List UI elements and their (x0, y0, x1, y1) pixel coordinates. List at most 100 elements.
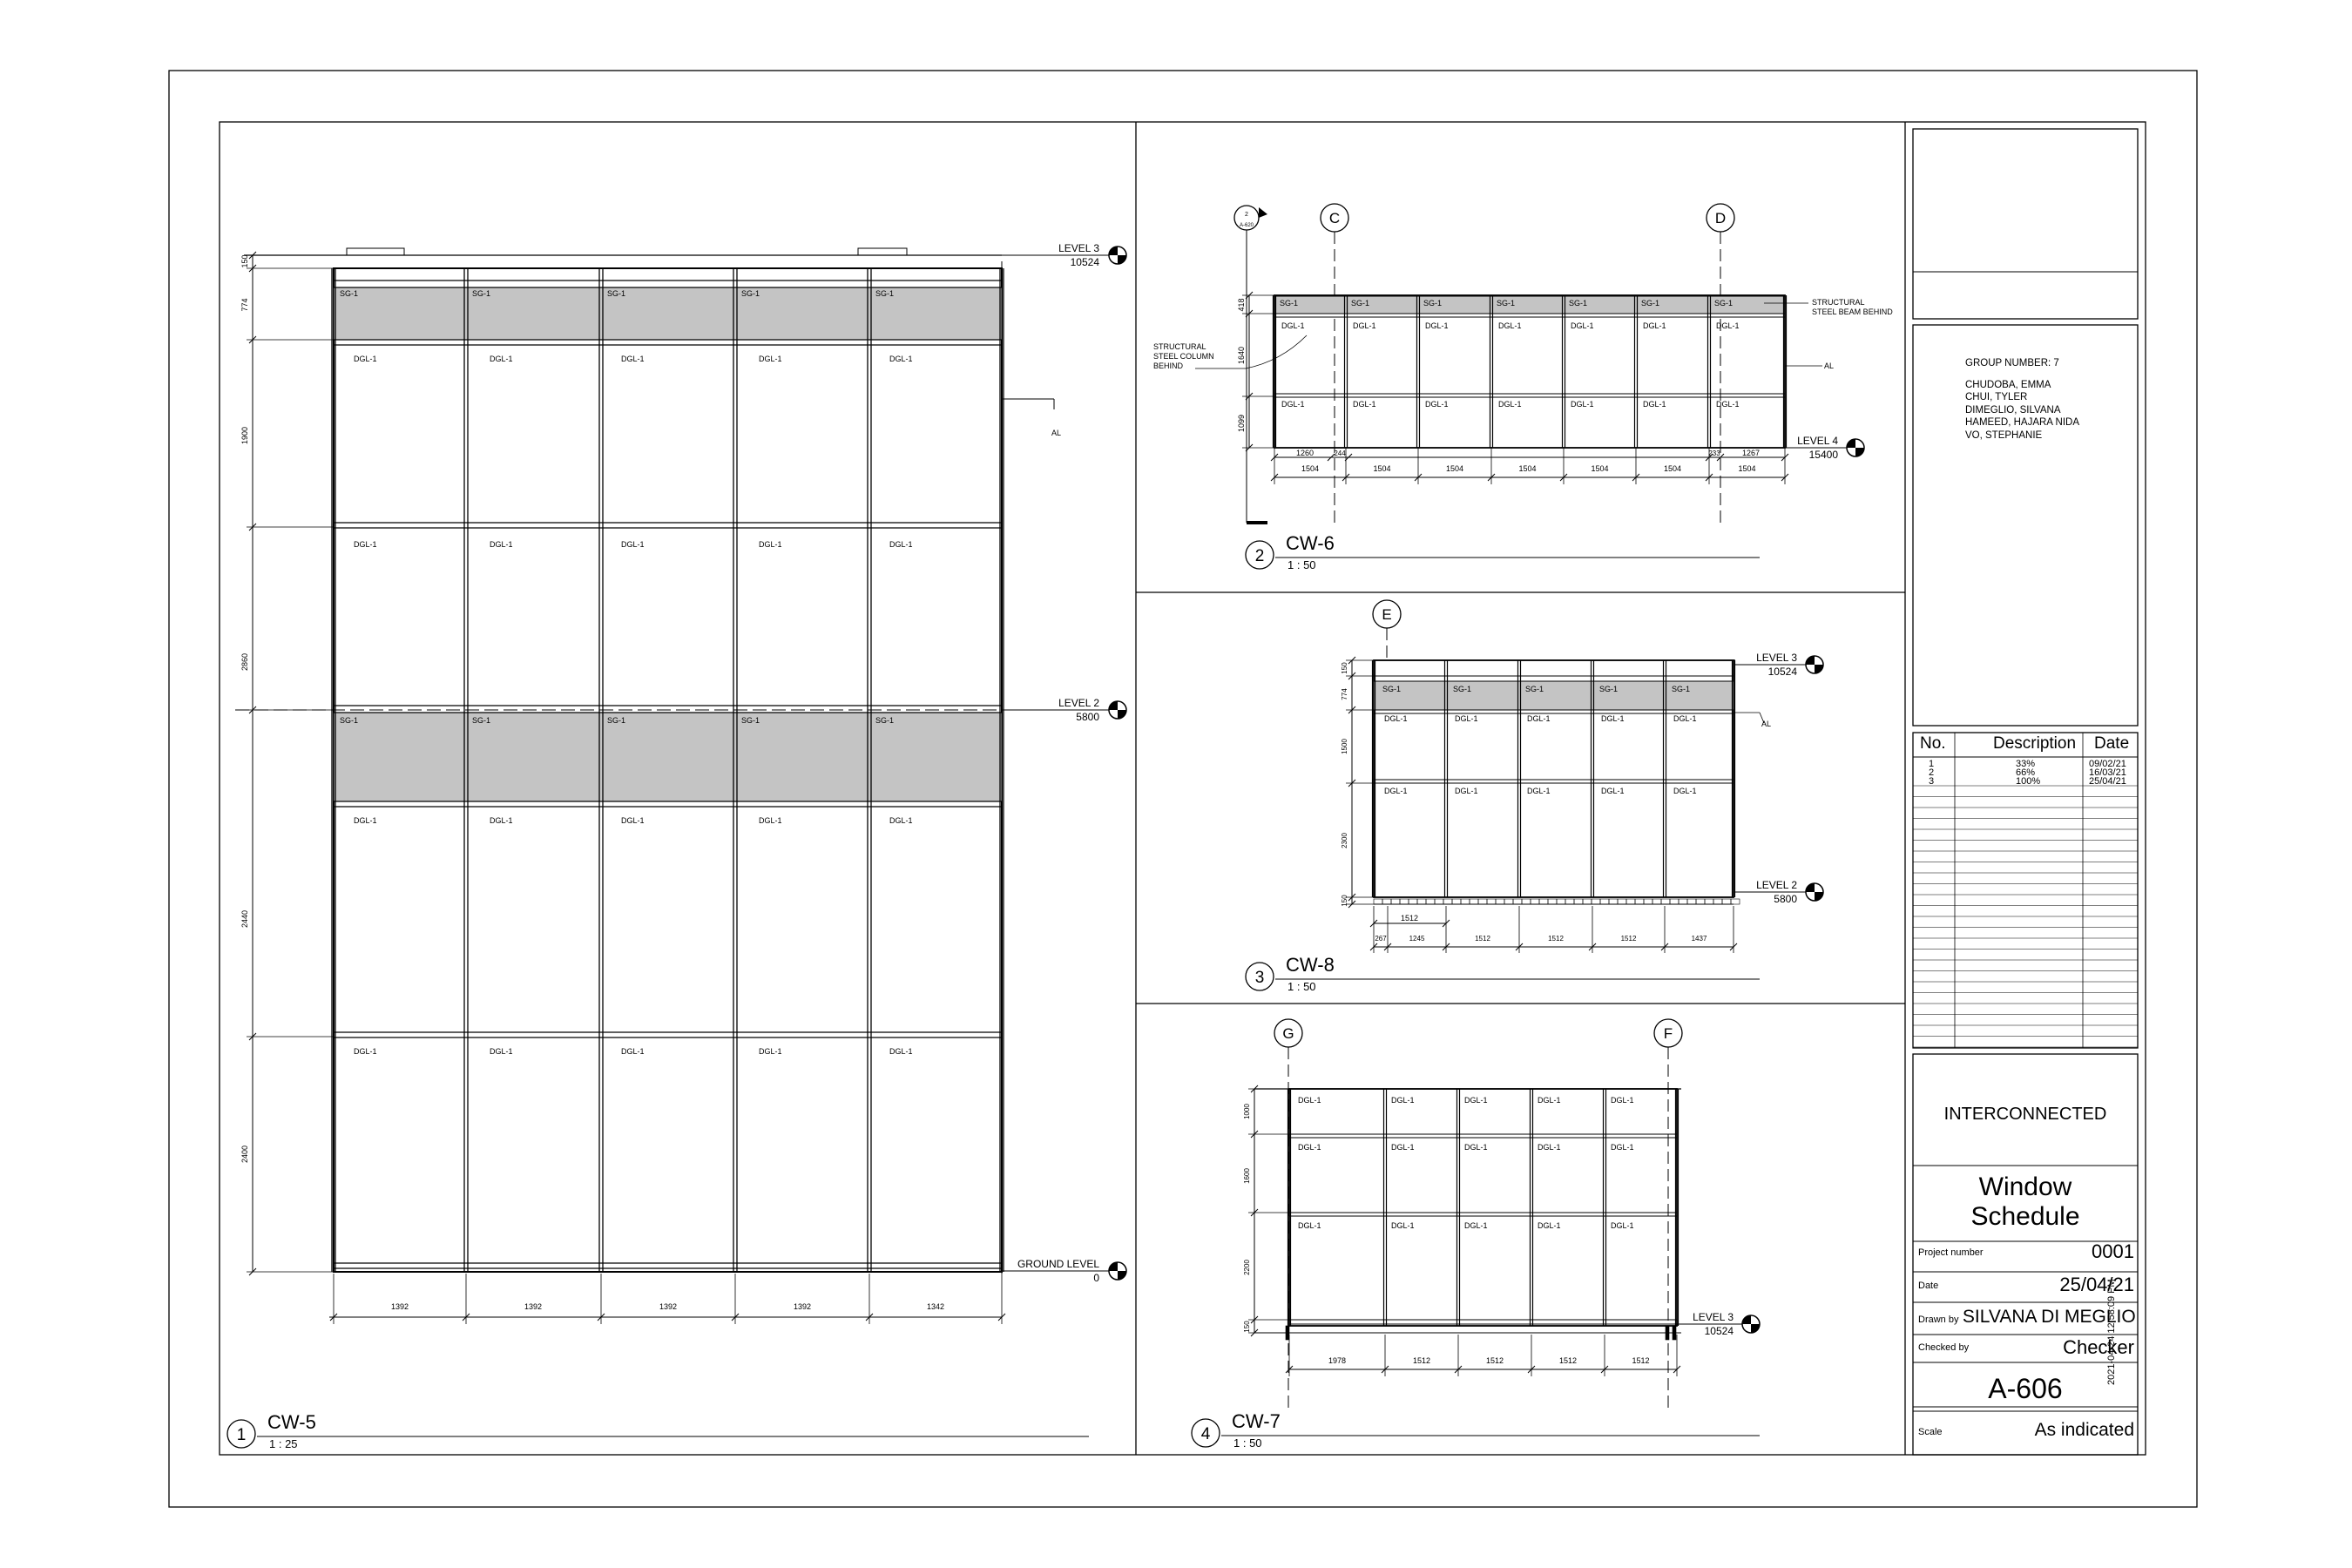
dim-text: 1000 (1243, 1104, 1251, 1119)
glass-label-dgl: DGL-1 (1611, 1096, 1634, 1105)
al-tag: AL (1051, 429, 1061, 437)
grid-label: C (1329, 210, 1340, 226)
floor-hatch (1556, 898, 1566, 905)
dim-text: 244 (1334, 449, 1346, 457)
level-name: LEVEL 3 (1756, 652, 1797, 664)
glass-label-dgl: DGL-1 (1425, 321, 1449, 330)
dim-text: 774 (1341, 688, 1348, 700)
floor-hatch (1443, 898, 1453, 905)
scale-label: Scale (1918, 1427, 1943, 1437)
glass-label-dgl: DGL-1 (1384, 787, 1408, 795)
spandrel-band (333, 712, 1003, 802)
dim-text: 2200 (1243, 1260, 1251, 1275)
dim-tick (1327, 453, 1335, 462)
rev-date-header: Date (2094, 734, 2130, 753)
dim-text: 1504 (1591, 464, 1608, 473)
glass-label-dgl: DGL-1 (1611, 1143, 1634, 1152)
view-number: 3 (1255, 969, 1265, 987)
floor-hatch (1469, 898, 1479, 905)
dim-text: 1512 (1632, 1356, 1649, 1365)
dim-text: 1392 (659, 1302, 677, 1311)
glass-label-dgl: DGL-1 (1391, 1096, 1415, 1105)
glass-label-dgl: DGL-1 (1527, 714, 1551, 723)
level-elevation: 0 (1093, 1272, 1099, 1284)
dim-text: 1437 (1692, 935, 1707, 943)
glass-label-sg: SG-1 (741, 289, 760, 298)
glass-label-sg: SG-1 (607, 716, 625, 725)
glass-label-dgl: DGL-1 (1353, 400, 1376, 409)
level-elevation: 15400 (1809, 449, 1839, 461)
scale-value: As indicated (2034, 1420, 2134, 1440)
level-elevation: 10524 (1071, 256, 1100, 268)
leader-line (1759, 712, 1765, 724)
floor-hatch (1695, 898, 1706, 905)
member-name: VO, STEPHANIE (1965, 429, 2043, 441)
dim-text: 1099 (1237, 415, 1246, 432)
glass-label-dgl: DGL-1 (759, 1047, 782, 1056)
spandrel-band (333, 287, 1003, 341)
floor-hatch (1382, 898, 1392, 905)
glass-label-dgl: DGL-1 (1298, 1143, 1321, 1152)
glass-label-dgl: DGL-1 (354, 540, 377, 549)
level-marker-fill (1109, 1262, 1126, 1280)
glass-label-dgl: DGL-1 (1281, 400, 1305, 409)
roof-element (857, 247, 908, 256)
level-name: LEVEL 2 (1756, 879, 1797, 891)
dim-text: 2400 (240, 1146, 249, 1163)
note-text: STEEL BEAM BEHIND (1812, 308, 1893, 316)
member-name: CHUI, TYLER (1965, 392, 2028, 402)
glass-label-dgl: DGL-1 (621, 816, 645, 825)
glass-label-sg: SG-1 (472, 289, 490, 298)
floor-hatch (1643, 898, 1653, 905)
floor-hatch (1713, 898, 1723, 905)
floor-hatch (1591, 898, 1601, 905)
level-marker-fill (1806, 883, 1823, 901)
level-name: LEVEL 2 (1058, 697, 1099, 709)
group-info: GROUP NUMBER: 7 CHUDOBA, EMMA CHUI, TYLE… (1965, 357, 2079, 442)
glass-label-dgl: DGL-1 (1298, 1096, 1321, 1105)
floor-hatch (1495, 898, 1505, 905)
revision-row: 3 100% 25/04/21 (1929, 776, 2126, 787)
glass-label-sg: SG-1 (1672, 685, 1690, 693)
floor-hatch (1652, 898, 1662, 905)
glass-label-sg: SG-1 (1280, 299, 1298, 308)
floor-hatch (1634, 898, 1645, 905)
project-number: 0001 (2092, 1240, 2134, 1262)
glass-label-dgl: DGL-1 (759, 355, 782, 363)
floor-hatch (1704, 898, 1714, 905)
floor-hatch (1504, 898, 1514, 905)
glass-label-dgl: DGL-1 (1571, 400, 1594, 409)
view-title: CW-5 (267, 1411, 316, 1433)
floor-hatch (1486, 898, 1497, 905)
rev-no-header: No. (1920, 734, 1946, 753)
floor-hatch (1547, 898, 1558, 905)
glass-label-dgl: DGL-1 (621, 355, 645, 363)
floor-hatch (1530, 898, 1540, 905)
dim-text: 1267 (1742, 449, 1760, 457)
dim-text: 1392 (794, 1302, 811, 1311)
cw6-frame (1274, 294, 1786, 449)
glass-label-dgl: DGL-1 (354, 1047, 377, 1056)
member-name: DIMEGLIO, SILVANA (1965, 404, 2061, 416)
glass-label-dgl: DGL-1 (621, 1047, 645, 1056)
glass-label-sg: SG-1 (1641, 299, 1659, 308)
glass-label-dgl: DGL-1 (1538, 1143, 1561, 1152)
level-elevation: 10524 (1705, 1325, 1734, 1337)
glass-label-dgl: DGL-1 (759, 816, 782, 825)
al-tag: AL (1824, 362, 1834, 370)
level-marker-fill (1109, 247, 1126, 264)
checked-by-label: Checked by (1918, 1342, 1970, 1353)
view-scale: 1 : 25 (269, 1437, 298, 1450)
note-text: BEHIND (1153, 362, 1184, 370)
glass-label-dgl: DGL-1 (889, 1047, 913, 1056)
dim-text: 1512 (1621, 935, 1637, 943)
glass-label-sg: SG-1 (1423, 299, 1442, 308)
dim-text: 1504 (1446, 464, 1463, 473)
glass-label-sg: SG-1 (472, 716, 490, 725)
level-elevation: 5800 (1774, 893, 1797, 905)
info-box (1912, 1053, 2139, 1456)
dim-text: 2300 (1341, 833, 1348, 848)
